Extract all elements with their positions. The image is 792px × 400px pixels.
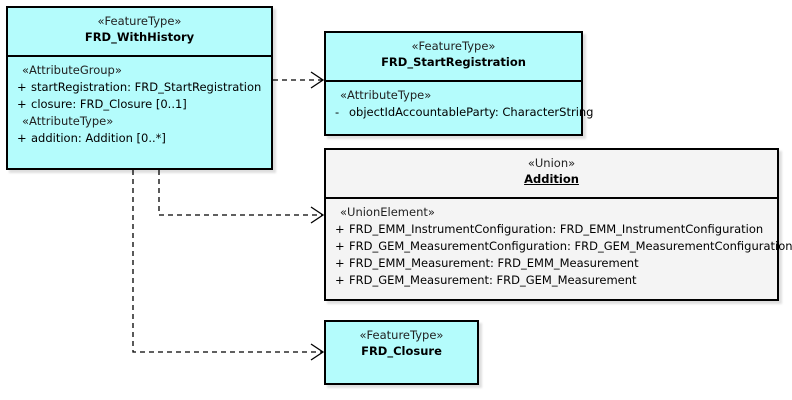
attribute-visibility: + — [17, 97, 27, 111]
attribute-visibility: + — [335, 273, 345, 287]
attribute-label: FRD_GEM_Measurement: FRD_GEM_Measurement — [349, 273, 637, 287]
attribute-visibility: + — [335, 256, 345, 270]
class-box-addition[interactable]: «Union» Addition «UnionElement» + FRD_EM… — [324, 148, 792, 301]
class-header-frd-withhistory: «FeatureType» FRD_WithHistory — [8, 8, 271, 57]
attribute-visibility: + — [17, 80, 27, 94]
attribute-label: FRD_EMM_Measurement: FRD_EMM_Measurement — [349, 256, 639, 270]
compartment-group-label: «AttributeGroup» — [22, 63, 122, 77]
connector-frd-withhistory-to-addition[interactable] — [158, 170, 325, 224]
attribute-label: FRD_EMM_InstrumentConfiguration: FRD_EMM… — [349, 222, 764, 236]
attribute-visibility: + — [335, 222, 345, 236]
class-header-addition: «Union» Addition — [326, 150, 777, 199]
class-body-frd-startregistration: «AttributeType» - objectIdAccountablePar… — [326, 82, 593, 126]
class-header-frd-startregistration: «FeatureType» FRD_StartRegistration — [326, 33, 581, 82]
attribute-label: startRegistration: FRD_StartRegistration — [31, 80, 262, 94]
connector-frd-withhistory-to-frd-closure[interactable] — [132, 170, 325, 361]
attribute-row[interactable]: - objectIdAccountableParty: CharacterStr… — [332, 104, 593, 121]
class-title: FRD_Closure — [361, 344, 442, 358]
class-box-frd-closure[interactable]: «FeatureType» FRD_Closure — [324, 320, 479, 385]
attribute-label: closure: FRD_Closure [0..1] — [31, 97, 187, 111]
compartment-group-label: «AttributeType» — [22, 114, 114, 128]
attribute-visibility: - — [335, 105, 340, 119]
class-body-addition: «UnionElement» + FRD_EMM_InstrumentConfi… — [326, 199, 792, 294]
class-stereotype: «Union» — [527, 156, 576, 170]
class-stereotype: «FeatureType» — [411, 39, 496, 53]
attribute-row[interactable]: + startRegistration: FRD_StartRegistrati… — [14, 79, 269, 96]
class-box-frd-startregistration[interactable]: «FeatureType» FRD_StartRegistration «Att… — [324, 31, 593, 136]
attribute-row[interactable]: + FRD_GEM_MeasurementConfiguration: FRD_… — [332, 238, 792, 255]
attribute-row[interactable]: + closure: FRD_Closure [0..1] — [14, 96, 269, 113]
attribute-row[interactable]: + addition: Addition [0..*] — [14, 130, 269, 147]
attribute-label: addition: Addition [0..*] — [31, 131, 166, 145]
attribute-row[interactable]: + FRD_GEM_Measurement: FRD_GEM_Measureme… — [332, 272, 775, 289]
attribute-label: FRD_GEM_MeasurementConfiguration: FRD_GE… — [349, 239, 792, 253]
attribute-visibility: + — [335, 239, 345, 253]
class-box-frd-withhistory[interactable]: «FeatureType» FRD_WithHistory «Attribute… — [6, 6, 273, 170]
compartment-group-label: «AttributeType» — [340, 88, 432, 102]
attribute-row[interactable]: + FRD_EMM_InstrumentConfiguration: FRD_E… — [332, 221, 775, 238]
class-header-frd-closure: «FeatureType» FRD_Closure — [326, 322, 477, 371]
connector-frd-withhistory-to-frd-startregistration[interactable] — [273, 71, 325, 89]
attribute-label: objectIdAccountableParty: CharacterStrin… — [349, 105, 594, 119]
class-stereotype: «FeatureType» — [359, 328, 444, 342]
attribute-visibility: + — [17, 131, 27, 145]
compartment-group-label: «UnionElement» — [340, 205, 435, 219]
class-title: FRD_WithHistory — [84, 30, 195, 44]
class-stereotype: «FeatureType» — [97, 14, 182, 28]
class-title: FRD_StartRegistration — [381, 55, 526, 69]
attribute-row[interactable]: + FRD_EMM_Measurement: FRD_EMM_Measureme… — [332, 255, 775, 272]
class-title: Addition — [524, 172, 579, 186]
class-body-frd-withhistory: «AttributeGroup» + startRegistration: FR… — [8, 57, 271, 152]
